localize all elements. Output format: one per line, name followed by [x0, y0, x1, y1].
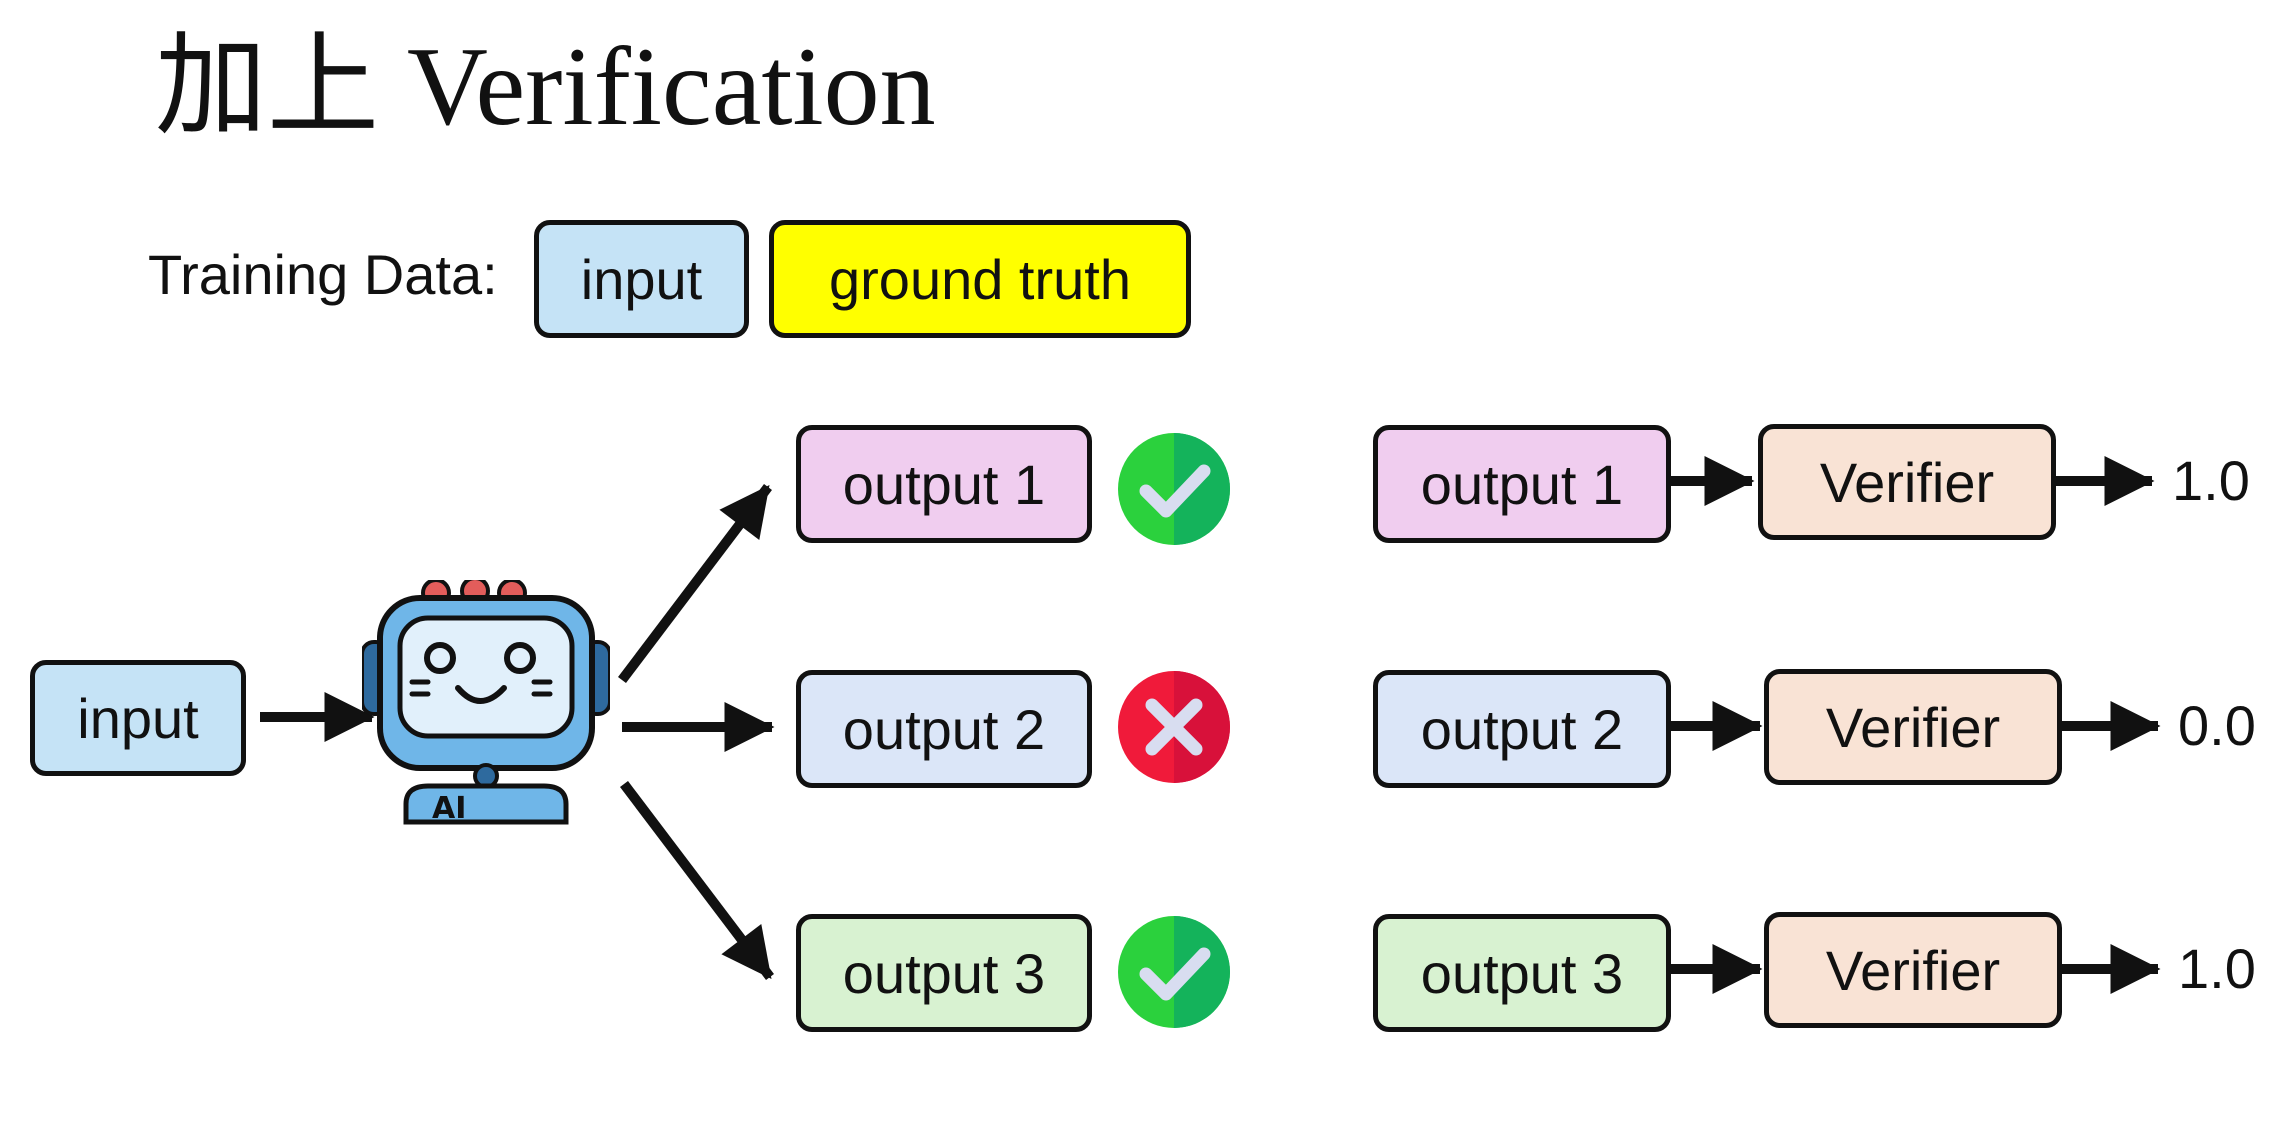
verify-output-3-box: output 3 [1373, 914, 1671, 1032]
check-icon [1118, 433, 1230, 545]
verify-output-2-box: output 2 [1373, 670, 1671, 788]
verifier-3-score: 1.0 [2178, 937, 2256, 1000]
verifier-1-box: Verifier [1758, 424, 2056, 540]
verifier-3-box: Verifier [1764, 912, 2062, 1028]
verify-output-1-box: output 1 [1373, 425, 1671, 543]
check-icon [1118, 916, 1230, 1028]
training-data-label: Training Data: [148, 243, 498, 306]
ai-badge-text: AI [432, 791, 466, 825]
cross-icon [1118, 671, 1230, 783]
verifier-2-box: Verifier [1764, 669, 2062, 785]
model-input-box: input [30, 660, 246, 776]
ai-robot-icon: AI [362, 580, 610, 825]
output-2-box: output 2 [796, 670, 1092, 788]
verifier-2-score: 0.0 [2178, 694, 2256, 757]
verifier-1-score: 1.0 [2172, 449, 2250, 512]
slide-title: 加上 Verification [155, 25, 936, 149]
arrow-model-to-output-3 [620, 780, 774, 981]
output-1-box: output 1 [796, 425, 1092, 543]
arrow-model-to-output-1 [618, 483, 772, 684]
ground-truth-box: ground truth [769, 220, 1191, 338]
output-3-box: output 3 [796, 914, 1092, 1032]
training-input-box: input [534, 220, 749, 338]
